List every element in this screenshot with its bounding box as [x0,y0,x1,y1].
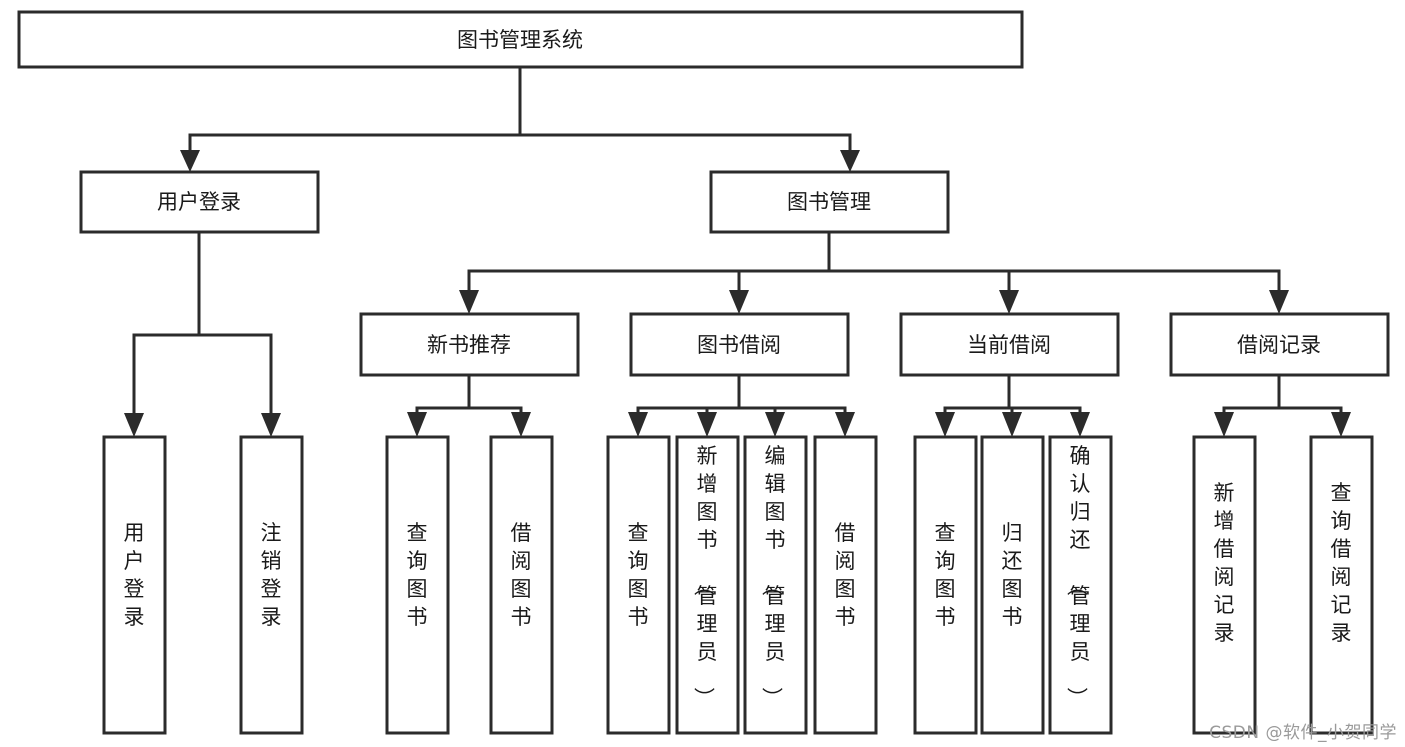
leaf-borrow-record-0[interactable]: 新增借阅记录 [1192,435,1257,735]
leaf-label: 查询图书 [407,521,428,629]
leaf-label: 借阅图书 [835,521,856,629]
leaf-label: 新增借阅记录 [1214,481,1235,645]
node-user-login[interactable]: 用户登录 [79,170,320,234]
leaf-label: 归还图书 [1002,521,1023,629]
arrow-to-new-book-recommend [459,290,479,314]
connector-book-borrow-to-leaves [628,373,855,437]
leaf-user-login-1[interactable]: 注销登录 [239,435,304,735]
arrow-to-current-borrow [999,290,1019,314]
leaf-new-book-recommend-0[interactable]: 查询图书 [385,435,450,735]
arrow-to-user-login [180,150,200,172]
arrow-to-book-manage [840,150,860,172]
connector-current-borrow-to-leaves [935,373,1090,437]
node-root-box [17,10,1024,69]
node-user-login-label: 用户登录 [157,190,241,214]
leaf-label: 查询图书 [935,521,956,629]
leaf-label: 查询图书 [628,521,649,629]
node-new-book-recommend-label: 新书推荐 [427,333,511,357]
leaf-label: 查询借阅记录 [1331,481,1352,645]
arrow-to-book-borrow [729,290,749,314]
leaf-label: 编辑图书（管理员） [760,444,786,708]
node-user-login-box [79,170,320,234]
leaf-box [1192,435,1257,735]
leaf-current-borrow-2[interactable]: 确认归还（管理员） [1048,435,1113,735]
node-borrow-record-label: 借阅记录 [1237,333,1321,357]
leaf-current-borrow-0[interactable]: 查询图书 [913,435,978,735]
leaf-box [102,435,167,735]
leaf-label: 确认归还（管理员） [1065,444,1091,708]
leaf-box [980,435,1045,735]
arrow-to-leaf-user-login [124,413,144,437]
leaf-box [913,435,978,735]
leaf-box [1048,435,1113,735]
node-book-manage[interactable]: 图书管理 [709,170,950,234]
node-current-borrow-label: 当前借阅 [967,333,1051,357]
leaf-box [489,435,554,735]
leaf-book-borrow-2[interactable]: 编辑图书（管理员） [743,435,808,735]
leaf-label: 用户登录 [124,521,145,629]
leaf-box [1309,435,1374,735]
leaf-borrow-record-1[interactable]: 查询借阅记录 [1309,435,1374,735]
leaf-current-borrow-1[interactable]: 归还图书 [980,435,1045,735]
node-new-book-recommend-box [359,312,580,377]
node-book-manage-label: 图书管理 [787,190,871,214]
leaf-box [813,435,878,735]
leaf-label: 借阅图书 [511,521,532,629]
csdn-watermark: CSDN @软件_小贺同学 [1209,723,1397,743]
leaf-box [606,435,671,735]
node-book-borrow-label: 图书借阅 [697,333,781,357]
node-root-label: 图书管理系统 [457,28,583,52]
connector-root-to-level2 [180,65,860,172]
arrow-to-leaf-logout [261,413,281,437]
leaf-box [743,435,808,735]
leaf-new-book-recommend-1[interactable]: 借阅图书 [489,435,554,735]
leaf-label: 注销登录 [261,521,282,629]
leaf-book-borrow-3[interactable]: 借阅图书 [813,435,878,735]
leaf-box [239,435,304,735]
node-new-book-recommend[interactable]: 新书推荐 [359,312,580,377]
leaf-box [385,435,450,735]
leaf-label: 新增图书（管理员） [692,444,718,708]
connector-borrow-record-to-leaves [1214,373,1351,437]
node-current-borrow-box [899,312,1120,377]
leaf-book-borrow-1[interactable]: 新增图书（管理员） [675,435,740,735]
connector-new-book-recommend-to-leaves [407,373,531,437]
leaf-user-login-0[interactable]: 用户登录 [102,435,167,735]
leaf-book-borrow-0[interactable]: 查询图书 [606,435,671,735]
node-book-borrow[interactable]: 图书借阅 [629,312,850,377]
connector-user-login-to-leaves [124,230,281,437]
leaf-box [675,435,740,735]
connector-book-manage-to-level3 [459,230,1289,314]
node-borrow-record[interactable]: 借阅记录 [1169,312,1390,377]
node-root[interactable]: 图书管理系统 [17,10,1024,69]
arrow-to-borrow-record [1269,290,1289,314]
node-current-borrow[interactable]: 当前借阅 [899,312,1120,377]
